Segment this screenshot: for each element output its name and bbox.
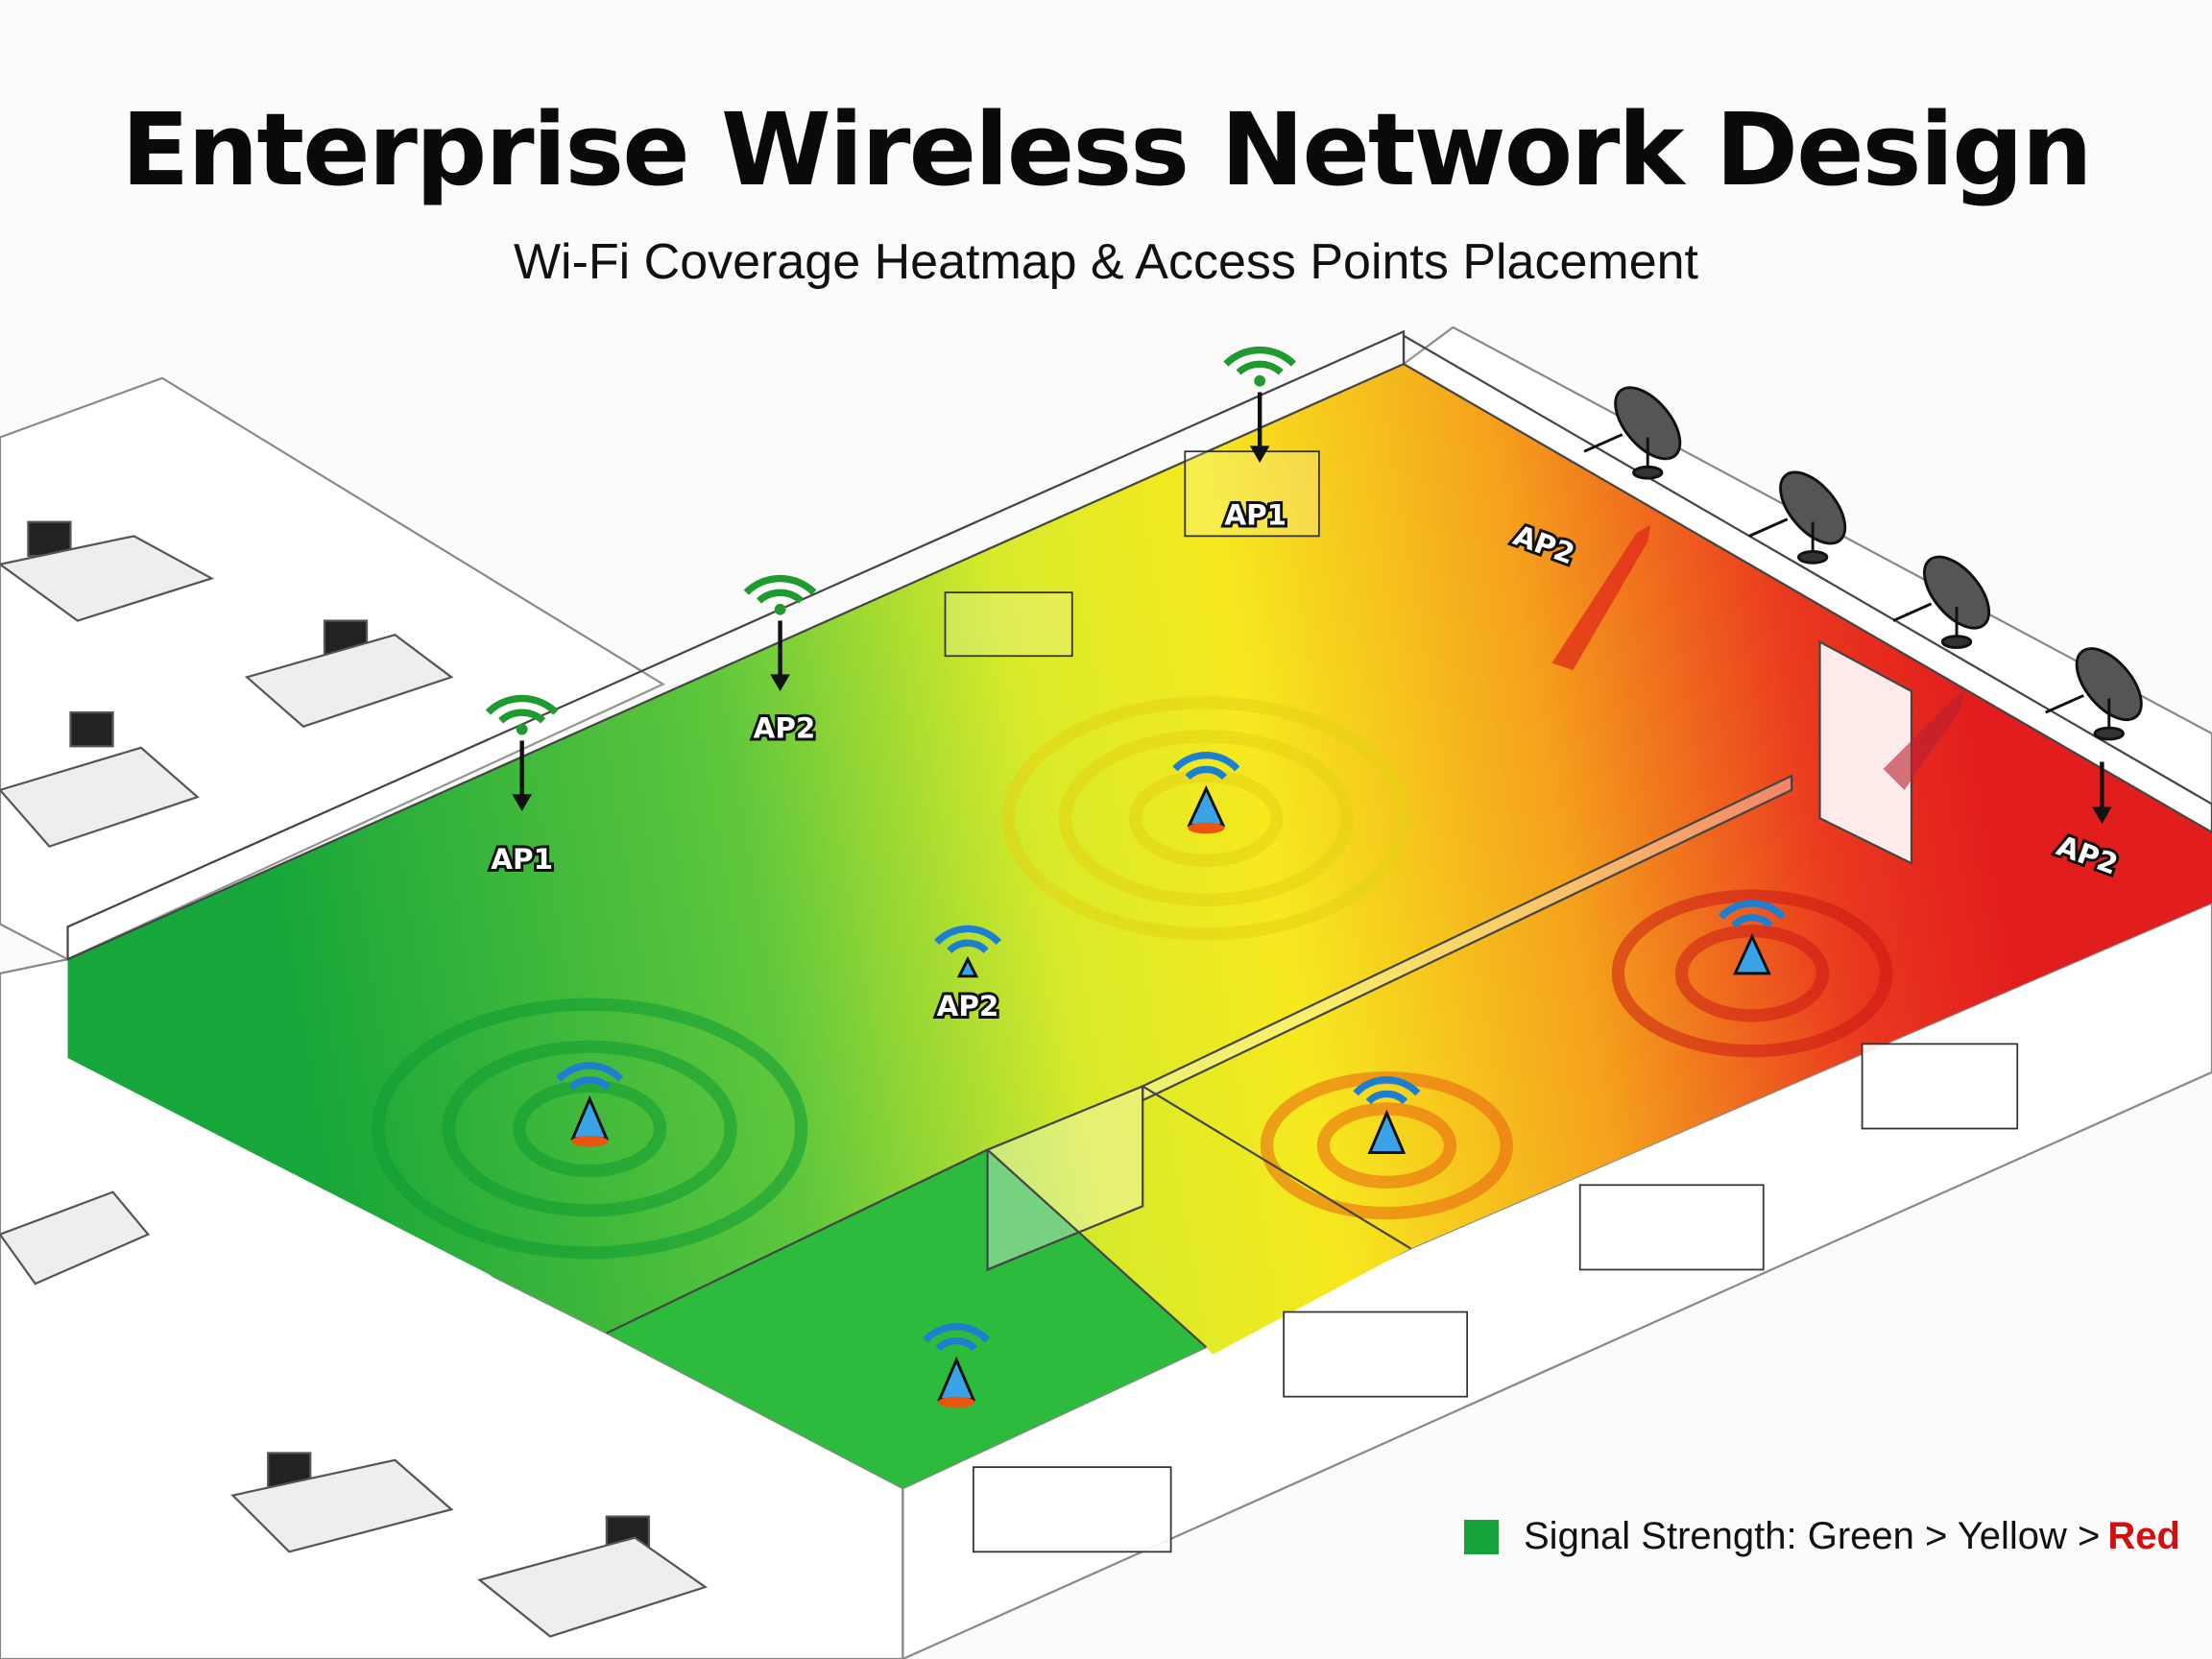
walls [66, 329, 2212, 1349]
access-point-icon [1353, 1075, 1421, 1154]
legend-swatch-green [1464, 1519, 1499, 1554]
ap-label: AP2 [754, 711, 816, 744]
signal-arrows [1551, 524, 2112, 825]
windows [944, 450, 2019, 1553]
green-wifi-arrow-markers [485, 346, 1297, 811]
page-subtitle: Wi-Fi Coverage Heatmap & Access Points P… [513, 234, 1699, 290]
wifi-icon [1223, 346, 1297, 463]
dish-antenna-icon [1583, 386, 1682, 480]
dish-antenna-icon [2045, 647, 2143, 741]
ap-label: AP1 [1224, 499, 1286, 532]
heatmap-floor-main [67, 364, 2212, 1355]
heatmap-floor-lower-room [606, 1149, 1207, 1489]
coverage-rings [372, 696, 1893, 1260]
access-point-icon [556, 1062, 624, 1147]
access-point-icon [1718, 900, 1786, 975]
wifi-icon [743, 574, 817, 691]
office-furniture [0, 520, 709, 1638]
legend-text: Signal Strength: Green > Yellow > [1524, 1515, 2101, 1557]
access-point-icons [556, 752, 1786, 1408]
dish-antenna-icon [1748, 470, 1847, 565]
page-title: Enterprise Wireless Network Design [121, 91, 2092, 208]
wifi-icon [485, 694, 559, 811]
access-point-icon [1172, 752, 1240, 834]
ap-label: AP2 [937, 990, 999, 1022]
access-point-icon [923, 1323, 991, 1408]
ap-label: AP1 [491, 843, 553, 876]
legend: Signal Strength: Green > Yellow > Red [1464, 1515, 2180, 1558]
legend-weak-label: Red [2107, 1515, 2180, 1557]
dish-antenna-icon [1892, 555, 1991, 649]
dish-antennas [1583, 386, 2143, 741]
access-point-icon [933, 925, 1002, 978]
